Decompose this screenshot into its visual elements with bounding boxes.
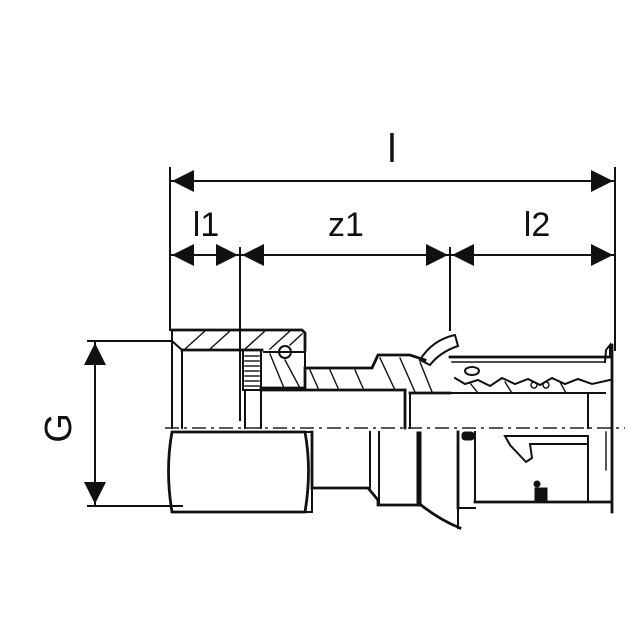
thread-insert	[242, 345, 306, 429]
press-sleeve	[418, 333, 614, 514]
extension-lines	[169, 167, 616, 421]
dimension-z1: z1	[241, 206, 449, 266]
arrow-left-icon	[172, 170, 194, 192]
inspection-window-icon	[464, 366, 480, 376]
fitting-body	[259, 353, 462, 530]
dimension-l1: l1	[171, 206, 239, 266]
label-g: G	[38, 413, 80, 443]
dimension-thread-g: G	[38, 340, 183, 507]
dimension-l2: l2	[451, 206, 614, 266]
label-z1: z1	[328, 206, 364, 244]
label-l2: l2	[524, 206, 550, 244]
arrow-right-icon	[591, 170, 613, 192]
label-l1: l1	[193, 206, 219, 244]
label-l: l	[388, 127, 397, 171]
marking-glyph-icon	[534, 487, 548, 502]
dimension-overall-length: l	[171, 127, 614, 192]
